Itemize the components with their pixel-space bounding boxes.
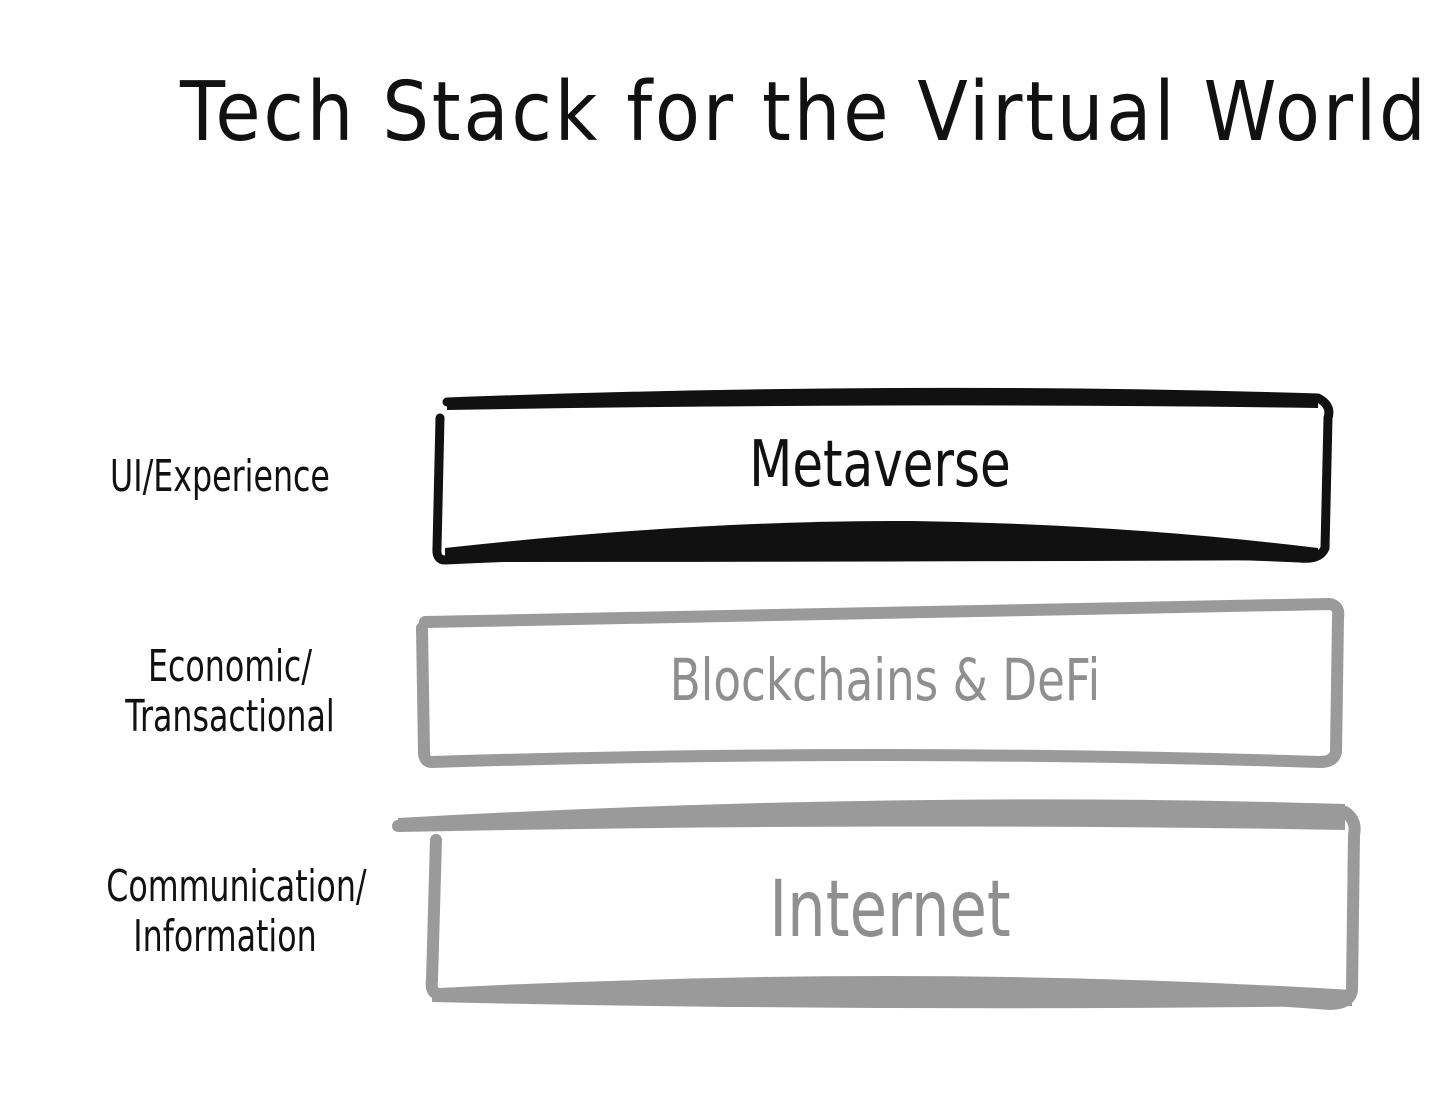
side-label-line: UI/Experience [110, 451, 330, 502]
layer-label-metaverse: Metaverse [749, 428, 1011, 502]
layer-box-blockchains [416, 598, 1345, 768]
side-label-ui-experience: UI/Experience [105, 452, 335, 502]
layer-box-metaverse [432, 387, 1334, 565]
side-label-line: Economic/ [147, 641, 313, 692]
side-label-economic: Economic/ Transactional [115, 642, 345, 742]
side-label-line: Transactional [125, 691, 335, 742]
layer-label-blockchains: Blockchains & DeFi [669, 646, 1101, 714]
layer-label-internet: Internet [769, 865, 1011, 955]
side-label-communication: Communication/ Information [106, 861, 367, 962]
layer-box-internet [392, 799, 1361, 1010]
side-label-line: Information [133, 911, 317, 962]
side-label-line: Communication/ [106, 861, 367, 912]
